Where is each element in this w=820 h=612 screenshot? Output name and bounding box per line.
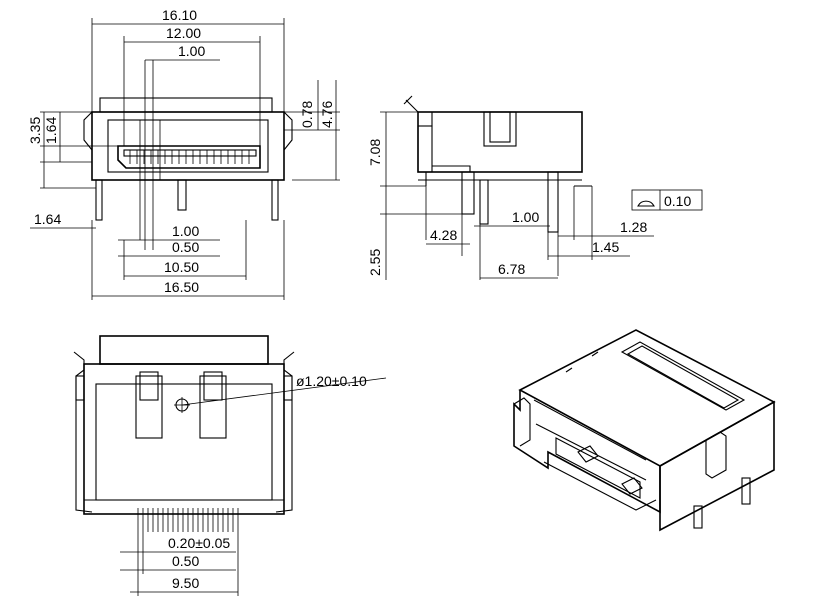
dim-1-28: 1.28 [620, 219, 647, 235]
side-view: 0.10 7.08 2.55 1.00 1.28 4.28 1.45 6.78 [367, 95, 703, 280]
dim-4-28: 4.28 [430, 227, 457, 243]
dim-pin-length: 2.55 [367, 249, 383, 276]
dim-left-height-a: 3.35 [27, 117, 43, 144]
dim-pitch-top: 1.00 [178, 43, 205, 59]
dim-1-45: 1.45 [592, 239, 619, 255]
dim-pin-pitch: 0.50 [172, 239, 199, 255]
dim-pin-span: 10.50 [164, 259, 199, 275]
dim-shell-width: 12.00 [166, 25, 201, 41]
dim-overall-width-top: 16.10 [162, 7, 197, 23]
dim-top-b: 4.76 [319, 101, 335, 128]
dim-left-height-b: 1.64 [43, 117, 59, 144]
dim-height: 7.08 [367, 139, 383, 166]
dim-1-00: 1.00 [512, 209, 539, 225]
dim-pitch-bottom: 1.00 [172, 223, 199, 239]
isometric-view [513, 329, 776, 532]
dim-overall-width-bottom: 16.50 [164, 279, 199, 295]
dim-6-78: 6.78 [498, 261, 525, 277]
front-contacts [129, 150, 250, 164]
bottom-pins [137, 508, 239, 532]
bottom-view: ø1.20±0.10 0.20±0.05 0.50 9.50 [73, 335, 387, 596]
flatness-symbol: 0.10 [631, 189, 703, 211]
dim-top-a: 0.78 [299, 101, 315, 128]
dim-bottom-span: 9.50 [172, 575, 199, 591]
flatness-value: 0.10 [664, 193, 691, 209]
front-view: 16.10 12.00 1.00 0.78 4.76 3.35 1.64 1.6… [27, 7, 340, 300]
dim-pin-width: 0.20±0.05 [168, 535, 230, 551]
dim-hole-diameter: ø1.20±0.10 [296, 373, 367, 389]
dim-left-offset: 1.64 [34, 211, 61, 227]
dim-bottom-pitch: 0.50 [172, 553, 199, 569]
